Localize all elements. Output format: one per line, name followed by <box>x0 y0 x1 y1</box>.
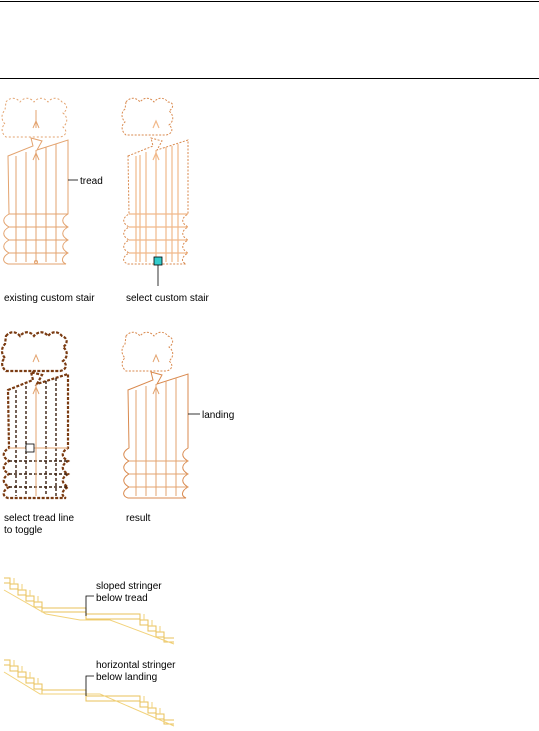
callout-sloped-2: below tread <box>96 593 148 604</box>
callout-sloped-1: sloped stringer <box>96 581 162 592</box>
top-rule <box>0 1 539 2</box>
horizontal-stringer-stair <box>3 659 175 727</box>
panel-select-stair-lines <box>129 119 188 262</box>
caption-select-tread-2: to toggle <box>4 525 43 536</box>
grip-handle[interactable] <box>153 256 163 266</box>
callout-horizontal-2: below landing <box>96 672 157 683</box>
panel-select-tread <box>0 331 71 500</box>
header-rule <box>0 78 539 79</box>
caption-select-tread-1: select tread line <box>4 513 74 524</box>
panel-existing-stair <box>1 97 70 265</box>
panel-result <box>121 331 190 499</box>
caption-existing-stair: existing custom stair <box>4 293 95 304</box>
caption-select-stair: select custom stair <box>126 293 209 304</box>
callout-landing: landing <box>202 410 234 421</box>
callout-tread: tread <box>80 176 103 187</box>
sloped-stringer-stair <box>3 577 175 645</box>
callout-horizontal-1: horizontal stringer <box>96 660 176 671</box>
caption-result: result <box>126 513 151 524</box>
